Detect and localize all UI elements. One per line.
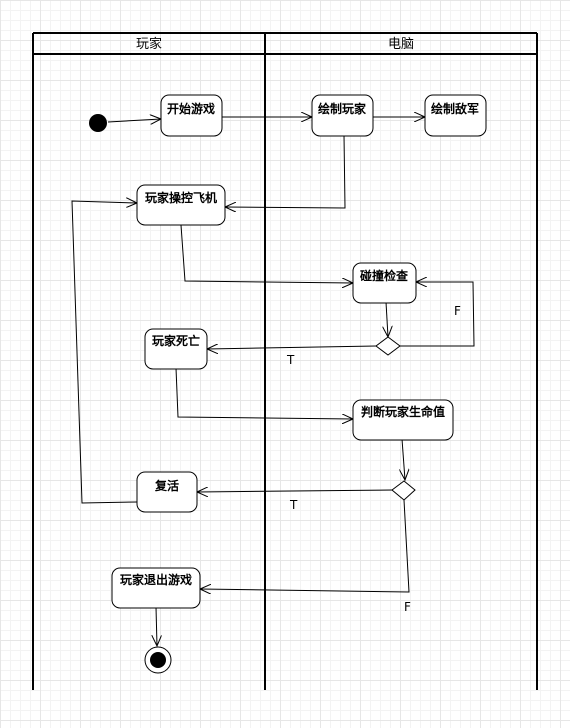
- label-revive: 复活: [154, 478, 179, 493]
- edge-decision2-true-to-revive: [197, 490, 393, 492]
- activity-start-game[interactable]: 开始游戏: [160, 94, 223, 137]
- label-draw-enemy: 绘制敌军: [431, 101, 479, 116]
- decision-node-collision[interactable]: [375, 336, 401, 356]
- label-draw-player: 绘制玩家: [318, 101, 367, 116]
- edge-start-to-start-game: [107, 119, 161, 122]
- label-judge-lives: 判断玩家生命值: [361, 404, 445, 419]
- edges: [71, 117, 475, 646]
- activity-judge-lives[interactable]: 判断玩家生命值: [352, 399, 454, 441]
- activity-control-plane[interactable]: 玩家操控飞机: [136, 184, 226, 226]
- edge-dead-to-judge: [175, 367, 353, 419]
- edge-collision-to-decision1: [386, 301, 388, 337]
- final-node: [144, 646, 172, 674]
- swimlane-container: 玩家 电脑: [32, 32, 538, 690]
- edge-draw-player-to-control: [225, 134, 346, 208]
- decision-node-lives[interactable]: [391, 480, 416, 501]
- label-player-dead: 玩家死亡: [152, 333, 200, 348]
- label-collision-check: 碰撞检查: [359, 268, 409, 283]
- lane-title-player: 玩家: [136, 36, 162, 52]
- activity-player-dead[interactable]: 玩家死亡: [144, 328, 208, 370]
- edge-revive-to-control: [71, 201, 137, 504]
- edge-decision1-true-to-dead: [207, 346, 377, 349]
- edge-decision1-false-loop: [400, 282, 475, 347]
- lane-title-computer: 电脑: [388, 37, 414, 52]
- activity-exit-game[interactable]: 玩家退出游戏: [111, 567, 201, 609]
- edge-judge-to-decision2: [402, 438, 405, 480]
- edge-decision2-false-to-exit: [200, 499, 410, 592]
- edge-control-to-collision: [180, 224, 353, 283]
- edge-label-lives-false: F: [404, 600, 411, 614]
- activity-draw-player[interactable]: 绘制玩家: [311, 94, 374, 137]
- edge-label-collision-false: F: [454, 304, 461, 318]
- label-start-game: 开始游戏: [167, 101, 215, 116]
- initial-node: [89, 114, 107, 132]
- activity-collision-check[interactable]: 碰撞检查: [352, 262, 417, 304]
- label-exit-game: 玩家退出游戏: [120, 572, 192, 587]
- label-control-plane: 玩家操控飞机: [145, 190, 217, 205]
- activity-draw-enemy[interactable]: 绘制敌军: [424, 94, 487, 137]
- edge-label-collision-true: T: [286, 353, 295, 367]
- edge-exit-to-end: [156, 606, 157, 646]
- edge-label-lives-true: T: [289, 498, 298, 512]
- activity-revive[interactable]: 复活: [136, 471, 198, 513]
